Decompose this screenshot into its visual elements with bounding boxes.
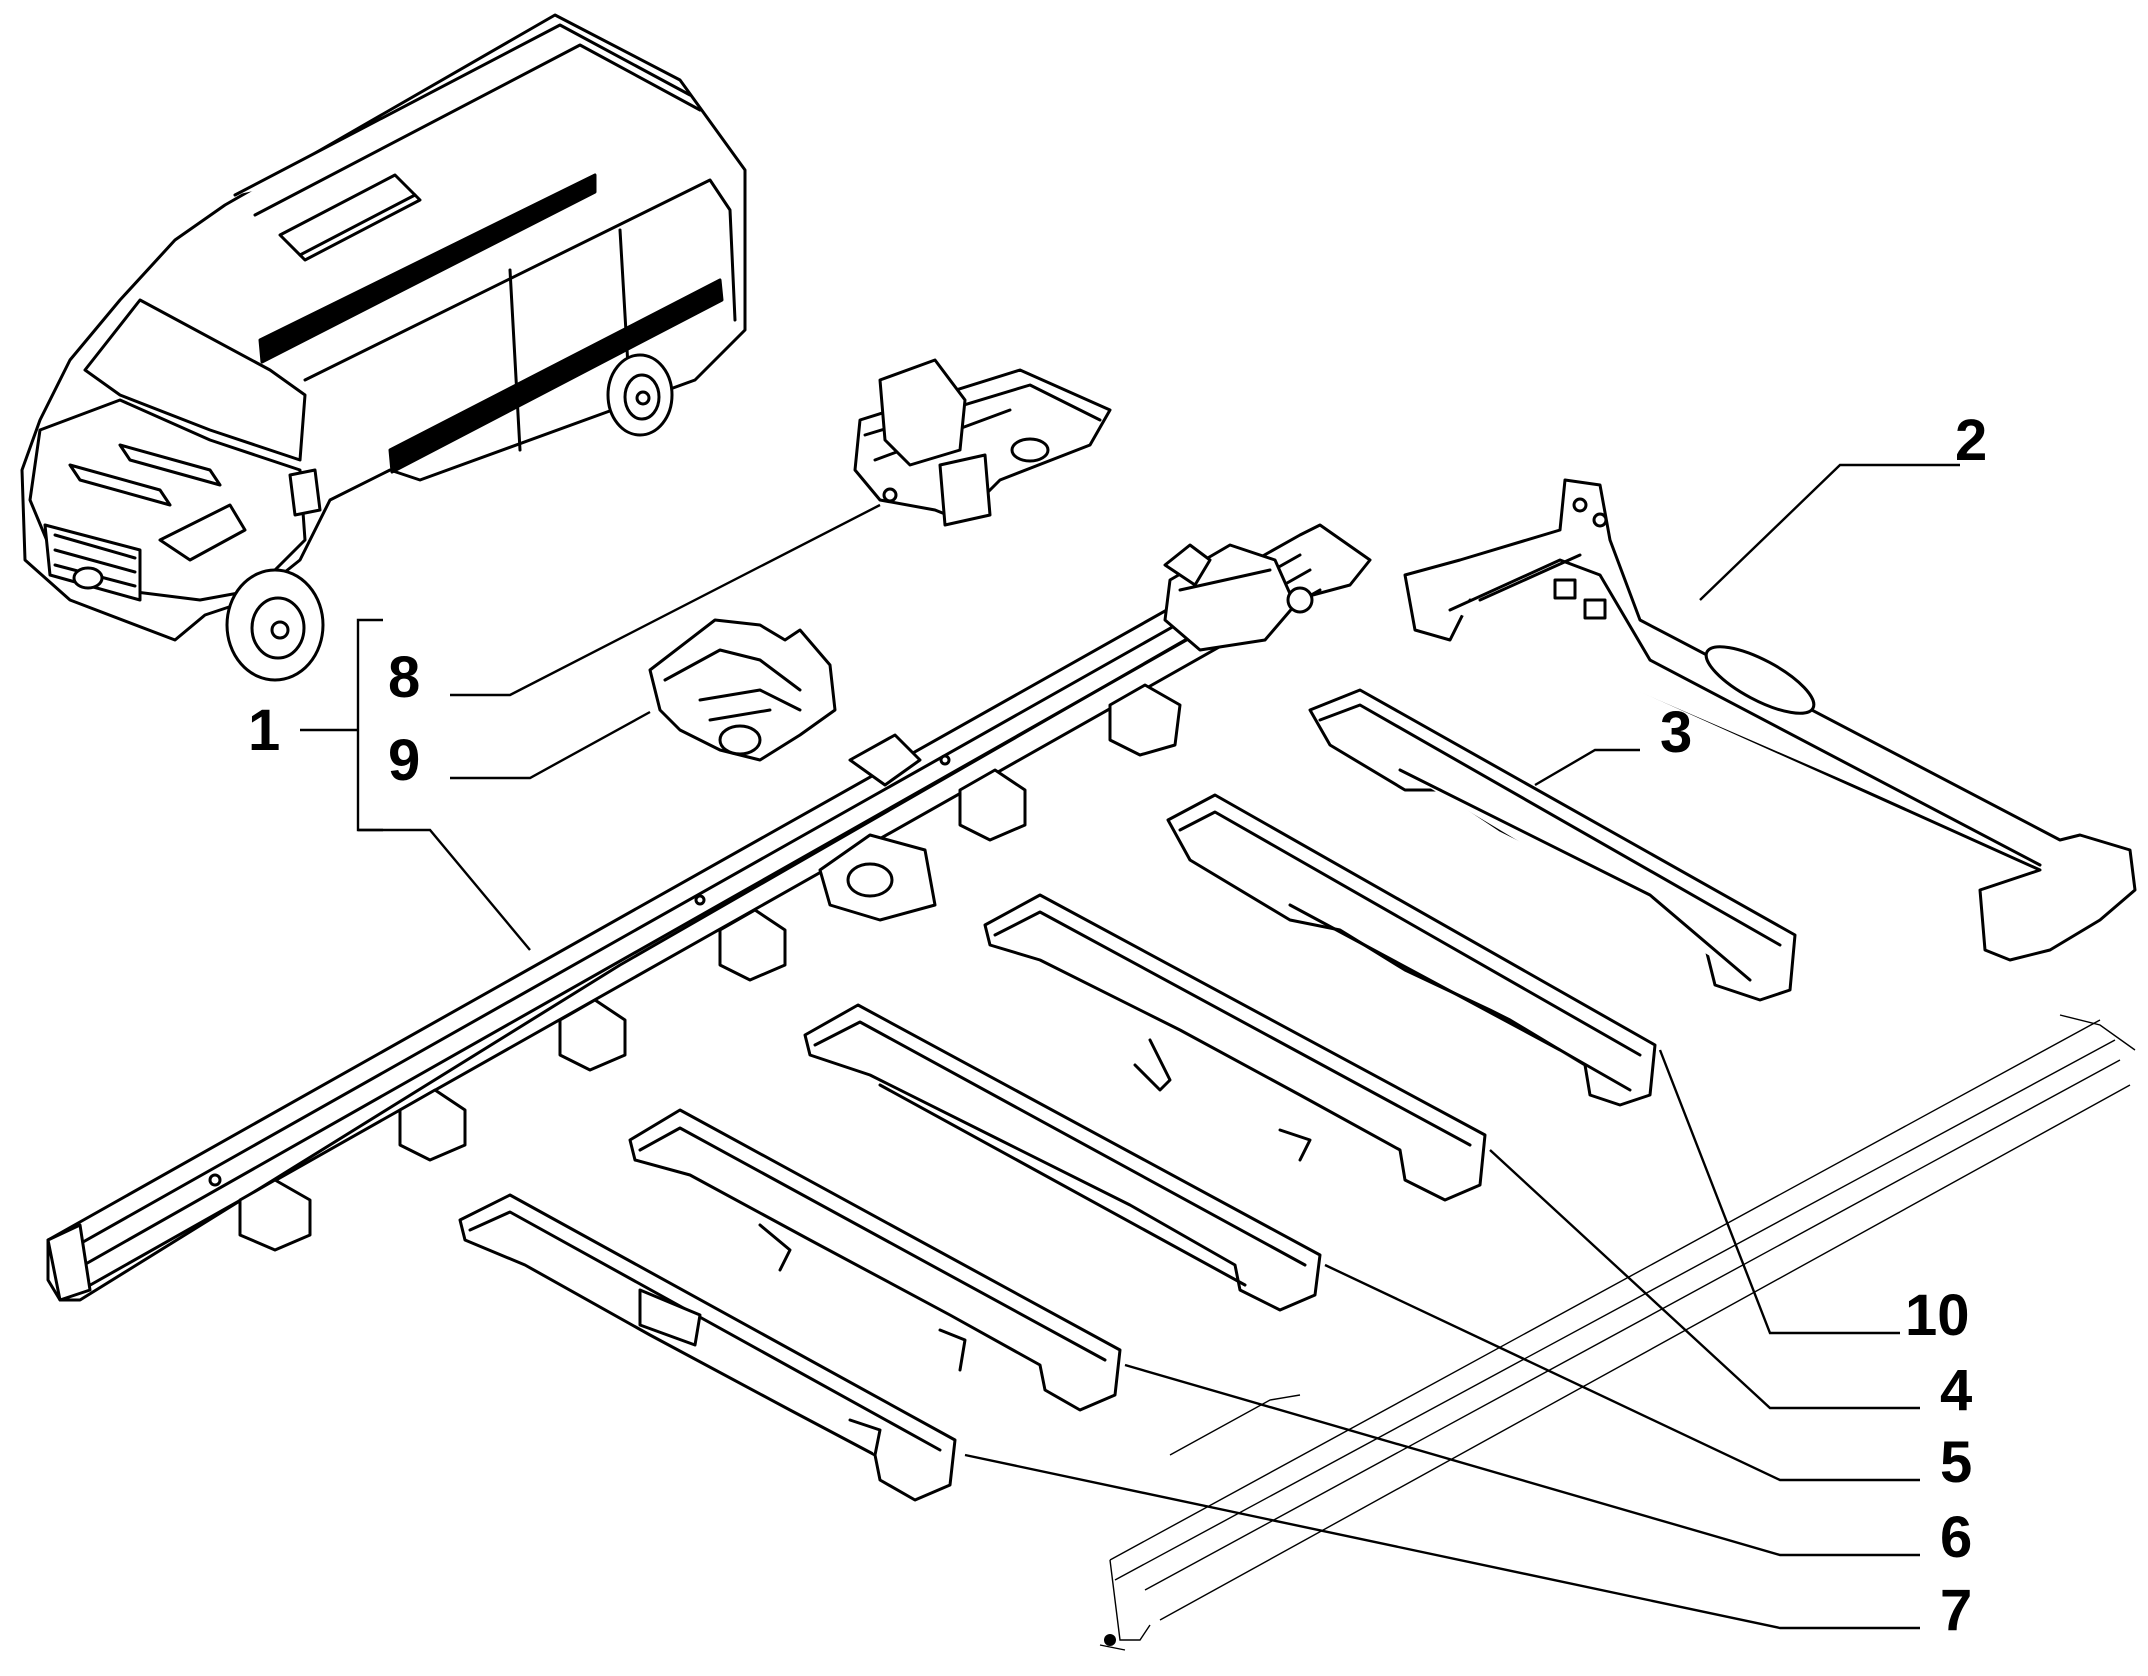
leader-8 bbox=[450, 503, 881, 697]
callout-labels: 1 2 3 4 5 6 7 8 9 10 bbox=[248, 408, 1987, 1643]
part-8-crossmember-bracket bbox=[853, 358, 1112, 527]
leader-lines bbox=[300, 463, 1960, 1630]
callout-1: 1 bbox=[248, 698, 280, 763]
leader-7 bbox=[964, 1453, 1920, 1630]
callout-6: 6 bbox=[1940, 1505, 1972, 1570]
callout-9: 9 bbox=[388, 728, 420, 793]
part-6-floor-rail bbox=[628, 1108, 1122, 1412]
bracket-1 bbox=[356, 618, 383, 832]
leader-10 bbox=[1658, 1049, 1900, 1335]
part-10-floor-rail bbox=[1166, 793, 1657, 1107]
leader-4 bbox=[1489, 1149, 1920, 1410]
part-3-floor-rail bbox=[1308, 688, 1797, 1002]
callout-10: 10 bbox=[1905, 1283, 1970, 1348]
callout-5: 5 bbox=[1940, 1430, 1972, 1495]
leader-1-to-part bbox=[358, 828, 531, 951]
callout-3: 3 bbox=[1660, 700, 1692, 765]
leader-5 bbox=[1324, 1263, 1920, 1482]
part-9-bracket bbox=[648, 618, 837, 762]
part-5-floor-rail bbox=[803, 1003, 1322, 1312]
van-illustration bbox=[20, 13, 747, 682]
leader-6 bbox=[1124, 1363, 1920, 1557]
leader-9 bbox=[450, 710, 651, 780]
callout-4: 4 bbox=[1940, 1358, 1972, 1423]
leader-3 bbox=[1534, 748, 1640, 787]
leader-2 bbox=[1699, 463, 1960, 601]
callout-8: 8 bbox=[388, 645, 420, 710]
part-7-floor-rail bbox=[458, 1193, 957, 1502]
part-4-floor-rail bbox=[983, 893, 1487, 1202]
part-1-side-member bbox=[46, 523, 1372, 1302]
callout-2: 2 bbox=[1955, 408, 1987, 473]
callout-7: 7 bbox=[1940, 1578, 1972, 1643]
part-2-front-crossmember bbox=[1403, 478, 2137, 962]
ghost-longeron-outline bbox=[1099, 1014, 2136, 1651]
